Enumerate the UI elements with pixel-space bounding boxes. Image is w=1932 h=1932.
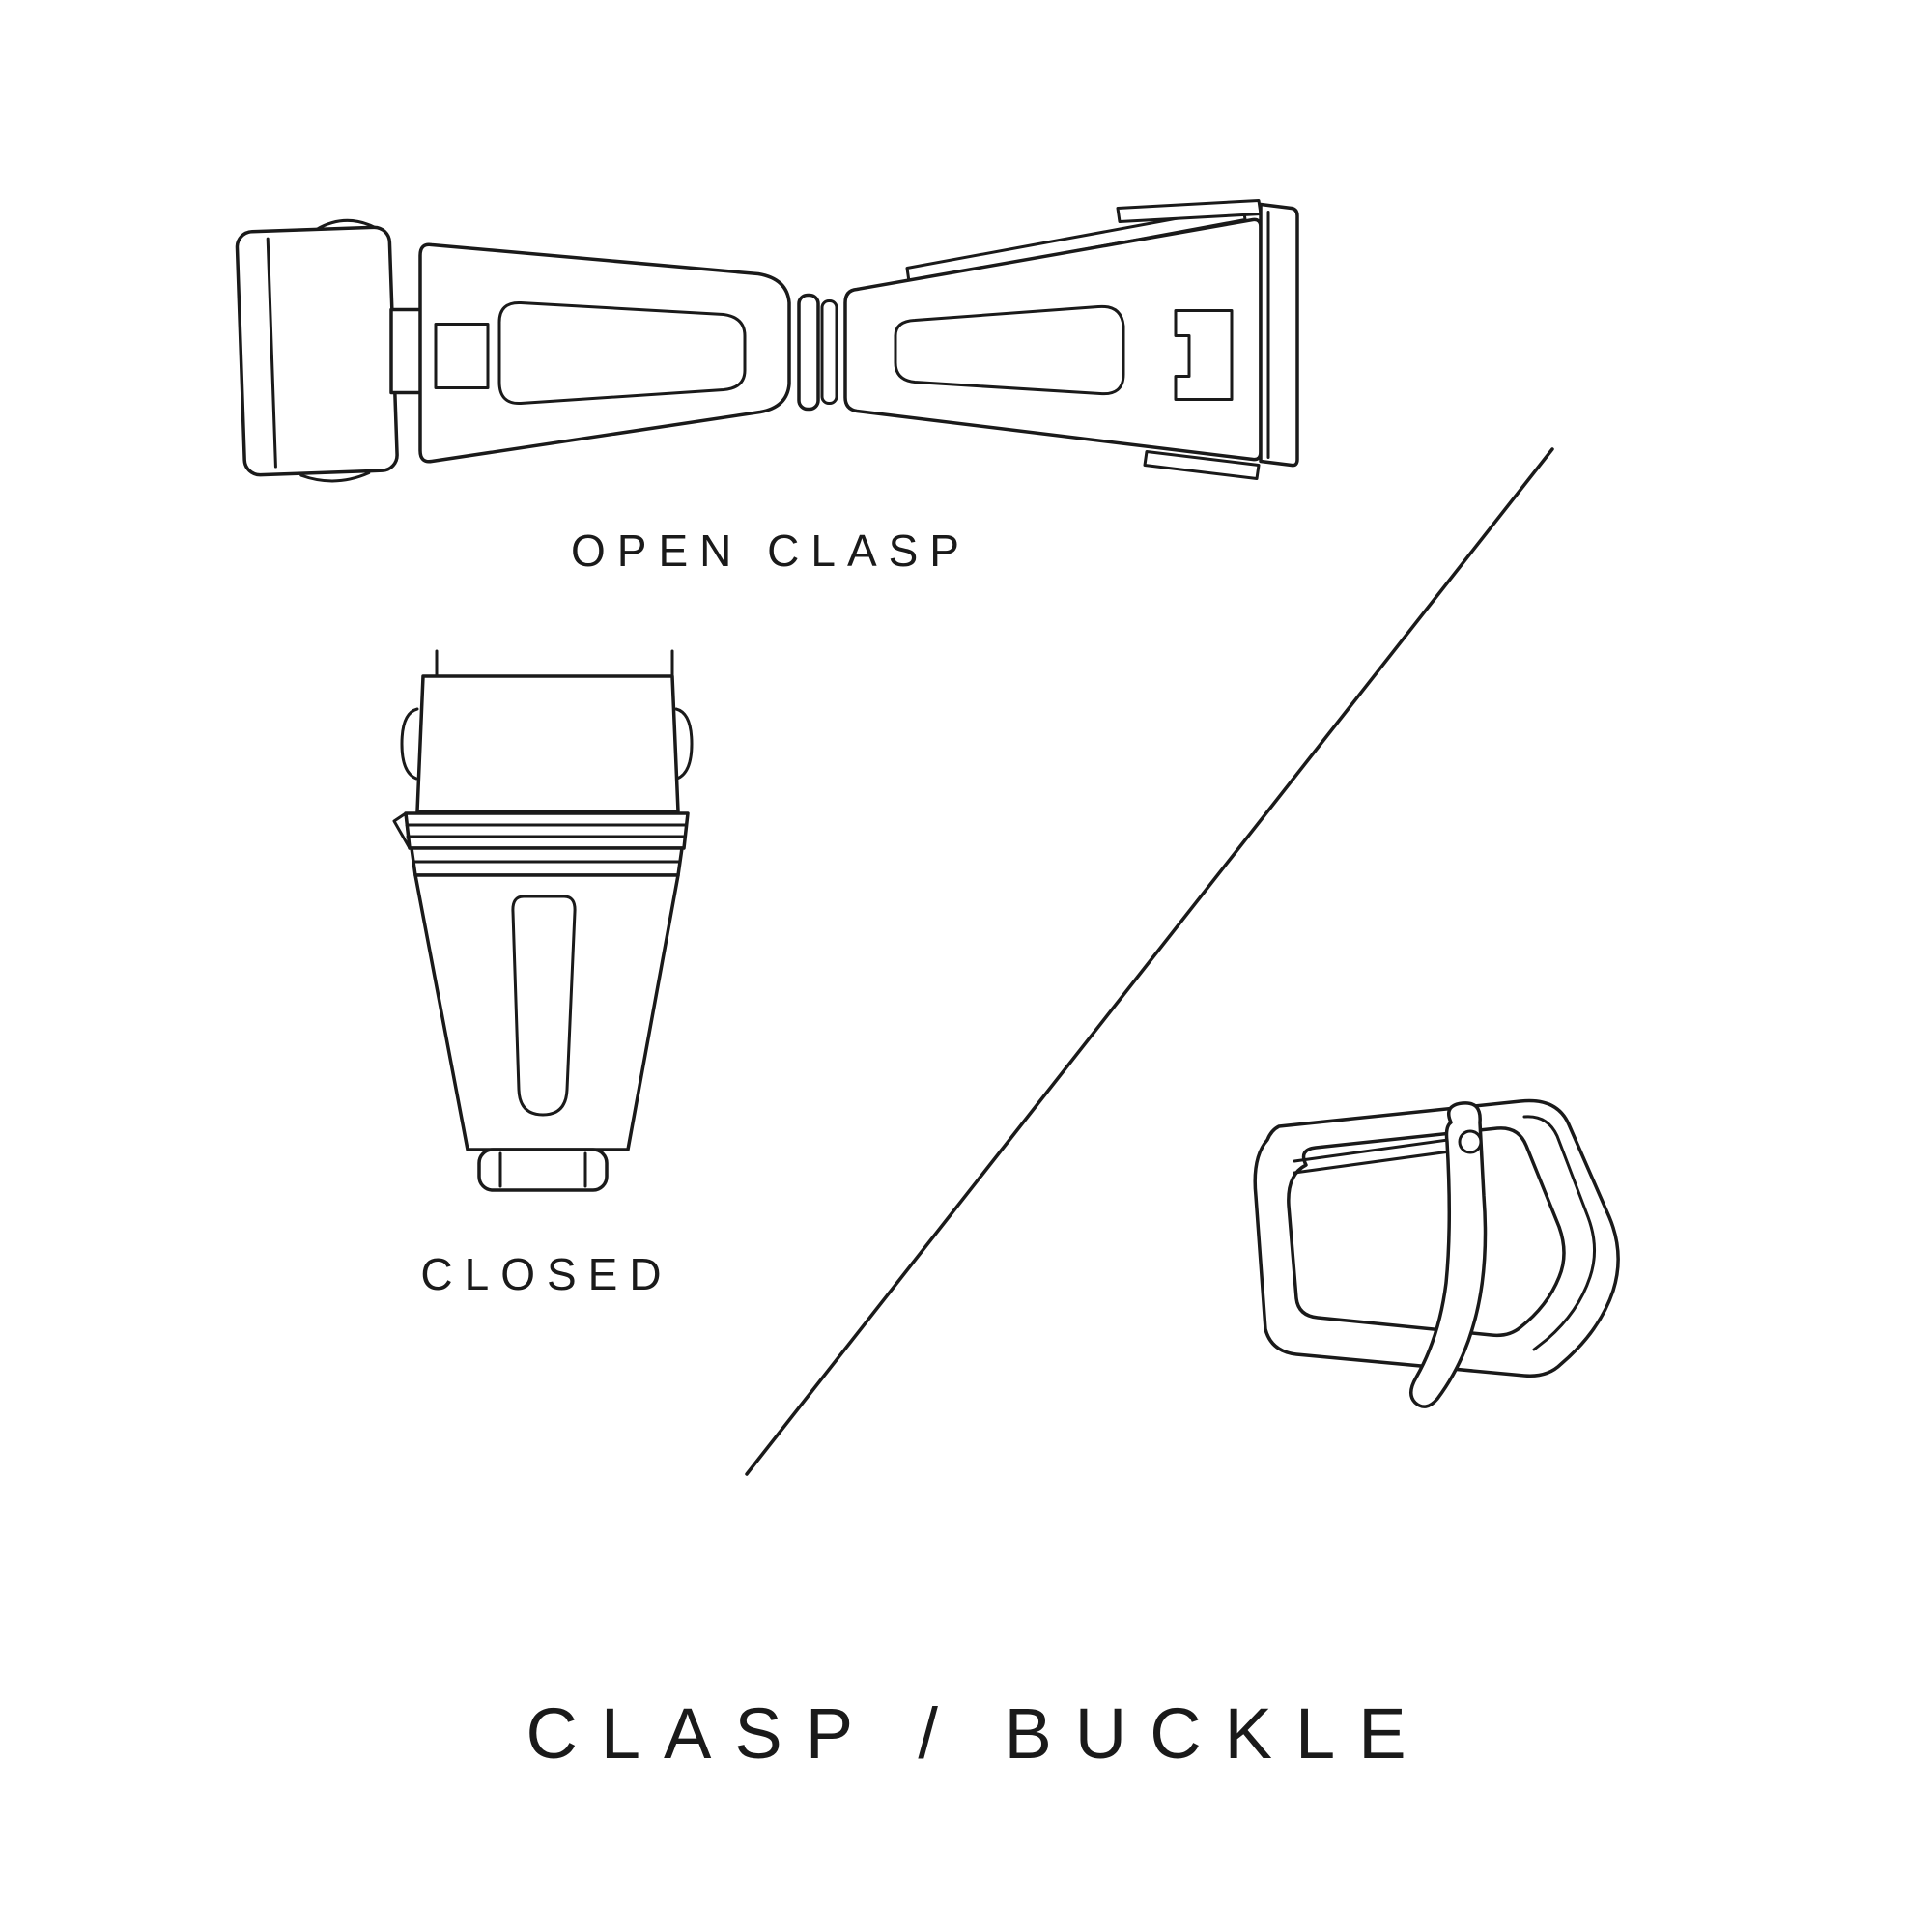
open-clasp-left-cutout — [497, 300, 747, 406]
figure-buckle — [1235, 1080, 1635, 1408]
open-clasp-illustration — [235, 199, 1299, 483]
closed-clasp-right-ear — [674, 707, 694, 781]
figure-closed-clasp: CLOSED — [386, 647, 696, 1300]
open-clasp-label: OPEN CLASP — [571, 526, 971, 576]
buckle-illustration — [1253, 1098, 1620, 1408]
open-clasp-left-endcap — [235, 218, 399, 483]
buckle-prong-loop — [1458, 1129, 1483, 1154]
closed-clasp-band-upper — [404, 811, 690, 850]
open-clasp-right-endcap — [1259, 202, 1299, 468]
open-clasp-hinge-pin — [820, 299, 838, 405]
page-title: CLASP / BUCKLE — [526, 1693, 1430, 1774]
closed-clasp-foot — [477, 1148, 609, 1192]
figure-open-clasp: OPEN CLASP — [229, 177, 1301, 577]
buckle-window — [1287, 1126, 1566, 1338]
closed-clasp-cover — [415, 674, 680, 813]
open-clasp-hook-notch — [434, 323, 490, 389]
open-clasp-catch — [1174, 309, 1234, 401]
open-clasp-hinge — [797, 293, 820, 412]
open-clasp-right-cutout — [894, 304, 1125, 396]
closed-clasp-left-ear — [400, 707, 419, 781]
closed-clasp-slot — [511, 895, 577, 1117]
closed-clasp-label: CLOSED — [420, 1249, 673, 1299]
closed-clasp-illustration — [392, 649, 694, 1192]
